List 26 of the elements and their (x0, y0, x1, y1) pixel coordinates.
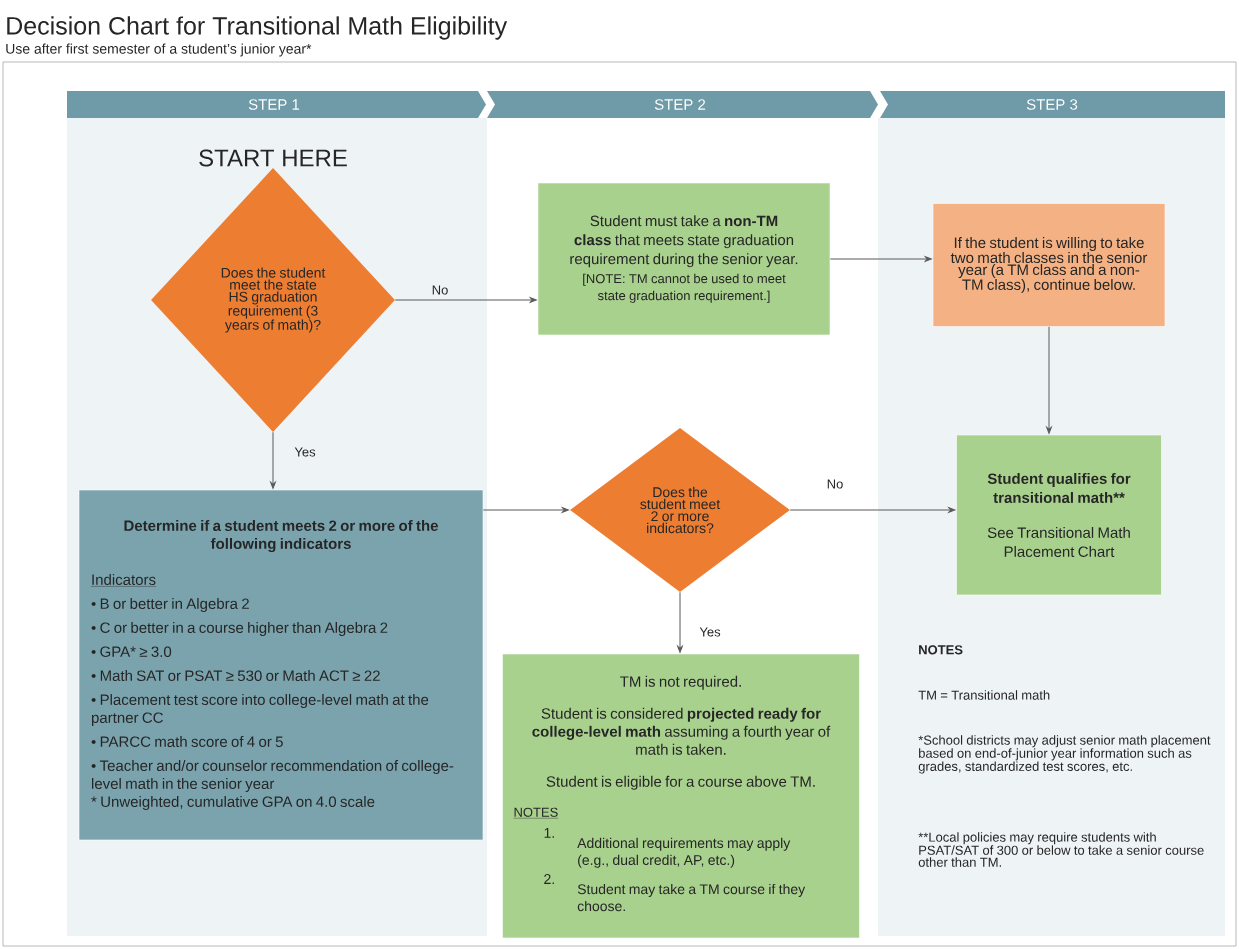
note-text: **Local policies may require students with PSAT/SAT of 300 or below to take a senior course other than TM. (918, 832, 1204, 867)
start-text: START HERE (199, 149, 347, 167)
process-box: If the student is willing to take two math classes in the senior year (a TM class and a non-TM class), continue below. (932, 203, 1166, 327)
arrow (789, 507, 956, 513)
edge-label: Yes (294, 447, 316, 457)
edge-label: Yes (699, 627, 721, 637)
step-header: STEP 3 (880, 91, 1225, 118)
indicator-box: Determine if a student meets 2 or more of the following indicators Indicators • B or better in Algebra 2 • C or better in a course higher than Algebra 2 • GPA* ≥ 3.0 • Math SAT or PSAT ≥ 530 or Math ACT ≥ 22 • Placement test score into college-level math at the partner CC • PARCC math score of 4 or 5 • Teacher and/or counselor recommendation of college-level math in the senior year * Unweighted, cumulative GPA on 4.0 scale (78, 489, 484, 841)
notes-heading: NOTES (919, 645, 963, 655)
step-header: STEP 1 (67, 91, 486, 118)
note-text: *School districts may adjust senior math placement based on end-of-junior year information such as grades, standardized test scores, etc. (918, 735, 1211, 774)
step-header: STEP 2 (487, 91, 878, 118)
arrow (1046, 326, 1052, 434)
arrow (829, 256, 932, 262)
arrow (270, 431, 276, 489)
arrow (677, 591, 683, 653)
subtitle: Use after first semester of a student’s junior year* (6, 43, 312, 57)
note-text: TM = Transitional math (918, 690, 1050, 700)
edge-label: No (827, 479, 843, 489)
result-box: TM is not required. Student is considered projected ready for college-level math assuming a fourth year of math is taken. Student is eligible for a course above TM. NOTES 1. Additional requirements may apply (e.g., dual credit, AP, etc.) 2. Student may take a TM course if they choose. (502, 653, 860, 939)
edge-label: No (432, 285, 448, 295)
title: Decision Chart for Transitional Math Eligibility (7, 16, 508, 40)
process-box: Student must take a non-TM class that meets state graduation requirement during the senior year. [NOTE: TM cannot be used to meet state graduation requirement.] (537, 182, 831, 336)
result-box: Student qualifies for transitional math** See Transitional Math Placement Chart (956, 434, 1162, 596)
arrow (482, 507, 569, 513)
arrow (394, 297, 537, 303)
